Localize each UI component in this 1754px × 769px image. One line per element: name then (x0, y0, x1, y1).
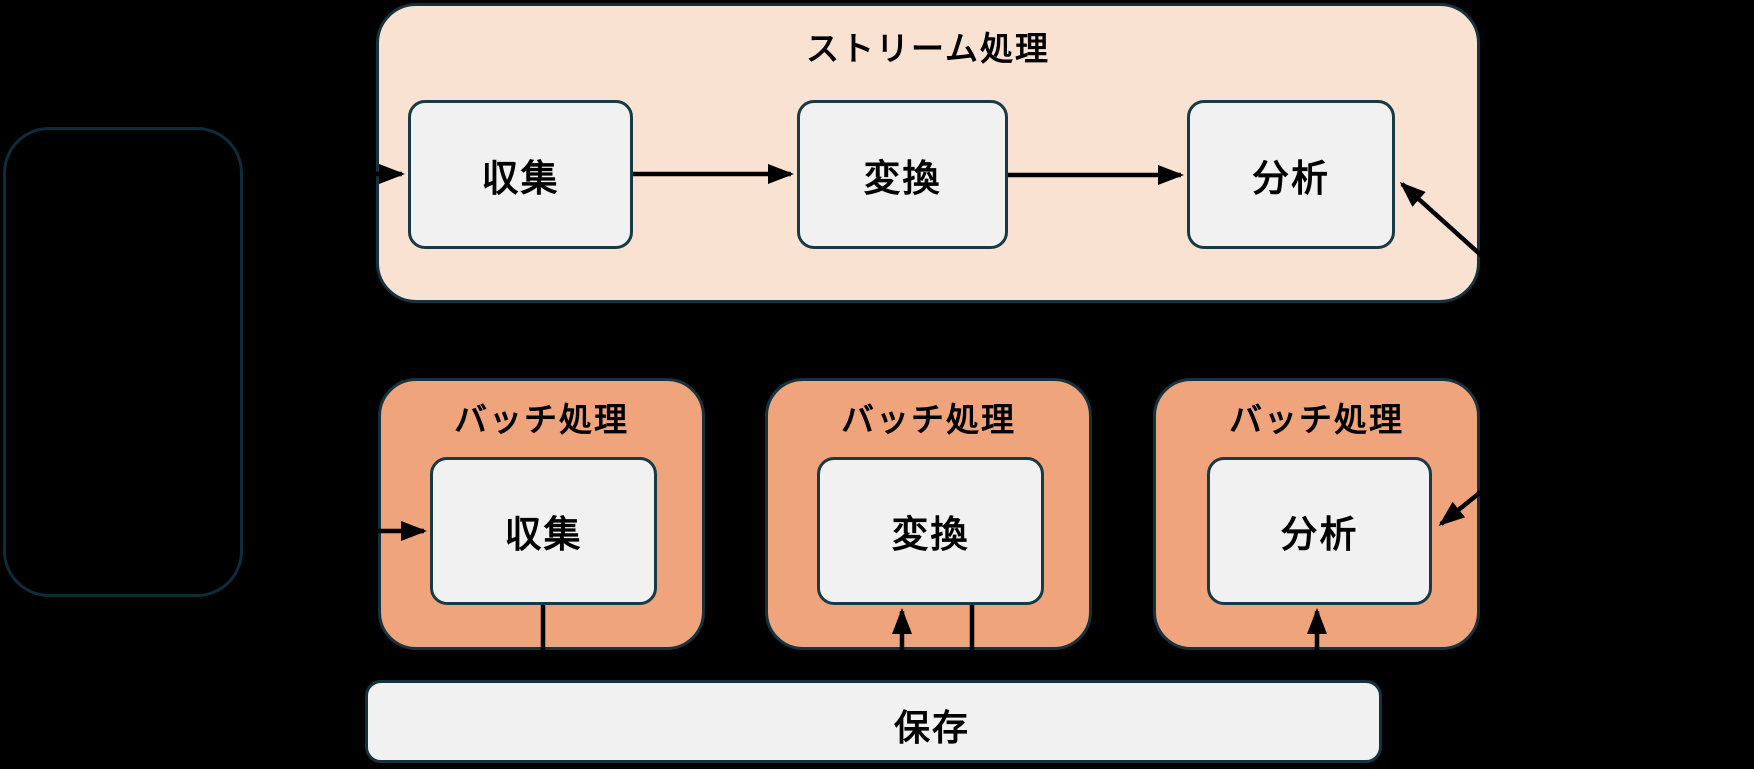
stream-analyze-label: 分析 (1252, 156, 1330, 200)
batch-group-2-title: バッチ処理 (841, 400, 1016, 439)
stream-transform-node: 変換 (797, 100, 1008, 249)
stream-group-title: ストリーム処理 (805, 29, 1050, 68)
batch-analyze-label: 分析 (1280, 513, 1359, 556)
storage-bar: 保存 (365, 680, 1382, 763)
stream-transform-label: 変換 (863, 156, 942, 200)
batch-collect-label: 収集 (504, 513, 583, 556)
stream-collect-label: 収集 (481, 156, 560, 200)
batch-group-1-title: バッチ処理 (454, 400, 629, 439)
batch-transform-node: 変換 (817, 457, 1044, 605)
stream-analyze-node: 分析 (1187, 100, 1395, 249)
batch-analyze-node: 分析 (1207, 457, 1432, 605)
source-box (3, 127, 243, 597)
stream-collect-node: 収集 (408, 100, 633, 249)
storage-label: 保存 (893, 707, 970, 749)
batch-collect-node: 収集 (430, 457, 657, 605)
batch-group-3-title: バッチ処理 (1229, 400, 1404, 439)
batch-transform-label: 変換 (891, 513, 970, 556)
